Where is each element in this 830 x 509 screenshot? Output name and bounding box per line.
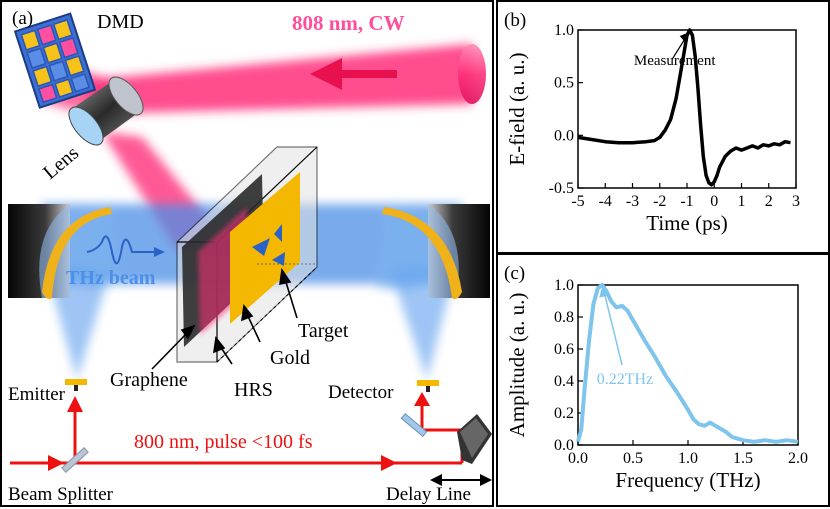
pump-laser-source — [458, 44, 486, 104]
emitter-chip — [65, 379, 87, 385]
pump-arrowhead — [310, 58, 342, 90]
plot-frame — [577, 284, 799, 446]
beam-splitter-label: Beam Splitter — [8, 484, 114, 505]
y-tick-label: 0.6 — [554, 341, 574, 358]
x-tick-label: -4 — [599, 193, 612, 210]
retroreflector — [457, 414, 492, 464]
beam-splitter — [61, 447, 89, 473]
x-tick-label: 0 — [710, 193, 718, 210]
delay-line-arrow — [430, 474, 492, 486]
x-tick-label: 2.0 — [788, 450, 808, 467]
x-tick-label: 3 — [792, 193, 800, 210]
x-tick-label: 1.5 — [733, 450, 753, 467]
panel-a-label: (a) — [12, 8, 33, 29]
x-axis-label: Time (ps) — [646, 211, 728, 235]
lens-label: Lens — [39, 142, 83, 184]
setup-schematic-panel: (a) DMD 808 nm, CW Lens THz beam Target … — [0, 0, 494, 507]
y-tick-label: 1.0 — [554, 22, 574, 39]
delay-line-label: Delay Line — [386, 484, 471, 505]
measurement-annotation: Measurement — [634, 53, 716, 69]
thz-pulse-waveform — [86, 235, 157, 265]
annotation-arrowhead — [679, 32, 690, 43]
label-pointers — [151, 267, 298, 370]
y-tick-label: 0.0 — [554, 437, 574, 454]
right-parabolic-mirror — [382, 204, 490, 300]
x-tick-label: -5 — [571, 193, 584, 210]
lens — [68, 76, 144, 146]
y-axis-label: E-field (a. u.) — [505, 52, 529, 165]
y-tick-label: 1.0 — [554, 277, 574, 294]
x-tick-label: -1 — [680, 193, 693, 210]
detector-label: Detector — [328, 382, 394, 403]
gold-label: Gold — [270, 347, 310, 369]
y-axis-label: Amplitude (a. u.) — [505, 293, 529, 438]
dmd-label: DMD — [97, 11, 144, 33]
annotation-arrow-line — [603, 292, 623, 366]
emitter-label: Emitter — [8, 384, 66, 405]
hrs-label: HRS — [234, 379, 273, 401]
panel-label: (b) — [504, 10, 526, 31]
x-tick-label: 0.0 — [568, 450, 588, 467]
target-pattern — [252, 238, 270, 256]
y-tick-label: 0.0 — [554, 127, 574, 144]
y-tick-label: 0.2 — [554, 405, 574, 422]
probe-arrowheads — [48, 392, 430, 471]
dmd-device — [13, 12, 97, 109]
pump-wavelength-label: 808 nm, CW — [292, 11, 405, 35]
panel-label: (c) — [504, 263, 525, 284]
x-axis-label: Frequency (THz) — [615, 468, 760, 492]
y-tick-label: 0.8 — [554, 309, 574, 326]
target-label: Target — [298, 320, 349, 342]
x-tick-label: 1 — [738, 193, 746, 210]
x-tick-label: -2 — [653, 193, 666, 210]
detector-chip — [417, 380, 439, 386]
x-tick-label: -3 — [626, 193, 639, 210]
sample-stack — [176, 146, 318, 363]
x-tick-label: 1.0 — [678, 450, 698, 467]
y-tick-label: 0.5 — [554, 75, 574, 92]
probe-pulse-label: 800 nm, pulse <100 fs — [134, 431, 313, 453]
graphene-label: Graphene — [110, 369, 188, 391]
left-parabolic-mirror — [8, 204, 112, 300]
setup-schematic-svg: (a) DMD 808 nm, CW Lens THz beam Target … — [8, 8, 492, 505]
data-series-line — [577, 28, 791, 187]
data-series-line — [576, 283, 799, 444]
y-tick-label: 0.4 — [554, 373, 574, 390]
peak-frequency-annotation: 0.22THz — [597, 371, 653, 388]
x-tick-label: 0.5 — [623, 450, 643, 467]
thz-beam-label: THz beam — [66, 267, 156, 289]
x-tick-label: 2 — [765, 193, 773, 210]
annotation-arrowhead — [599, 286, 609, 298]
y-tick-label: -0.5 — [549, 180, 574, 197]
fold-mirror — [400, 412, 428, 438]
